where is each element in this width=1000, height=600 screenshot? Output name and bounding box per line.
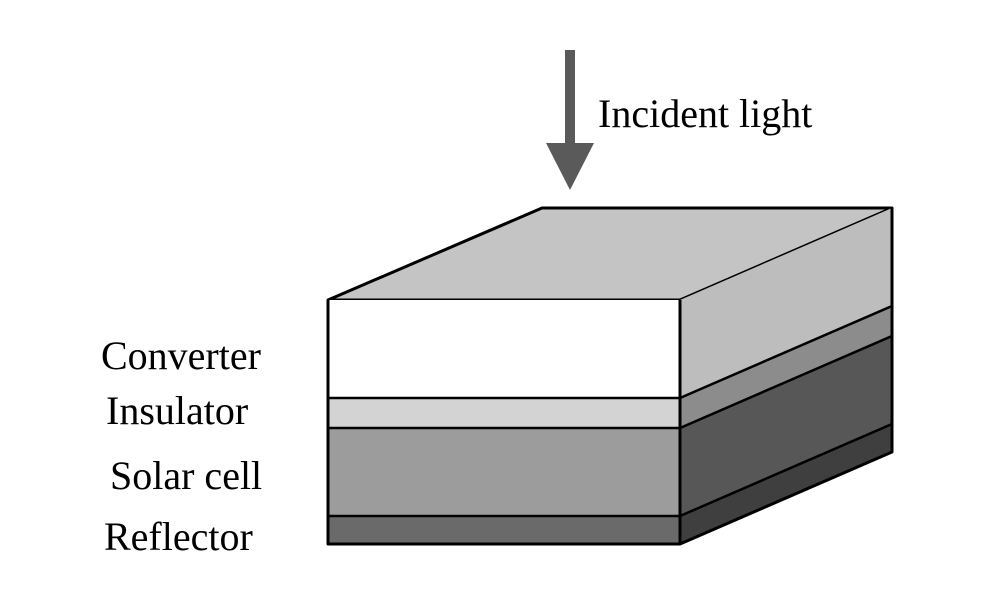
arrow-head xyxy=(546,143,594,190)
layer-label-reflector: Reflector xyxy=(104,514,253,559)
layer-label-converter: Converter xyxy=(101,333,261,378)
incident-light-arrow xyxy=(546,50,594,190)
insulator-side xyxy=(680,306,892,428)
layer-label-solar-cell: Solar cell xyxy=(110,453,262,498)
incident-light-label: Incident light xyxy=(598,91,812,136)
block-outline xyxy=(326,208,894,546)
insulator-front xyxy=(328,398,680,428)
converter-side xyxy=(680,208,892,398)
converter-front xyxy=(328,300,680,398)
layer-label-insulator: Insulator xyxy=(106,388,248,433)
arrow-shaft xyxy=(565,50,575,150)
solar-cell-front xyxy=(328,428,680,516)
reflector-side xyxy=(680,424,892,544)
solar-cell-side xyxy=(680,336,892,516)
reflector-front xyxy=(328,516,680,544)
